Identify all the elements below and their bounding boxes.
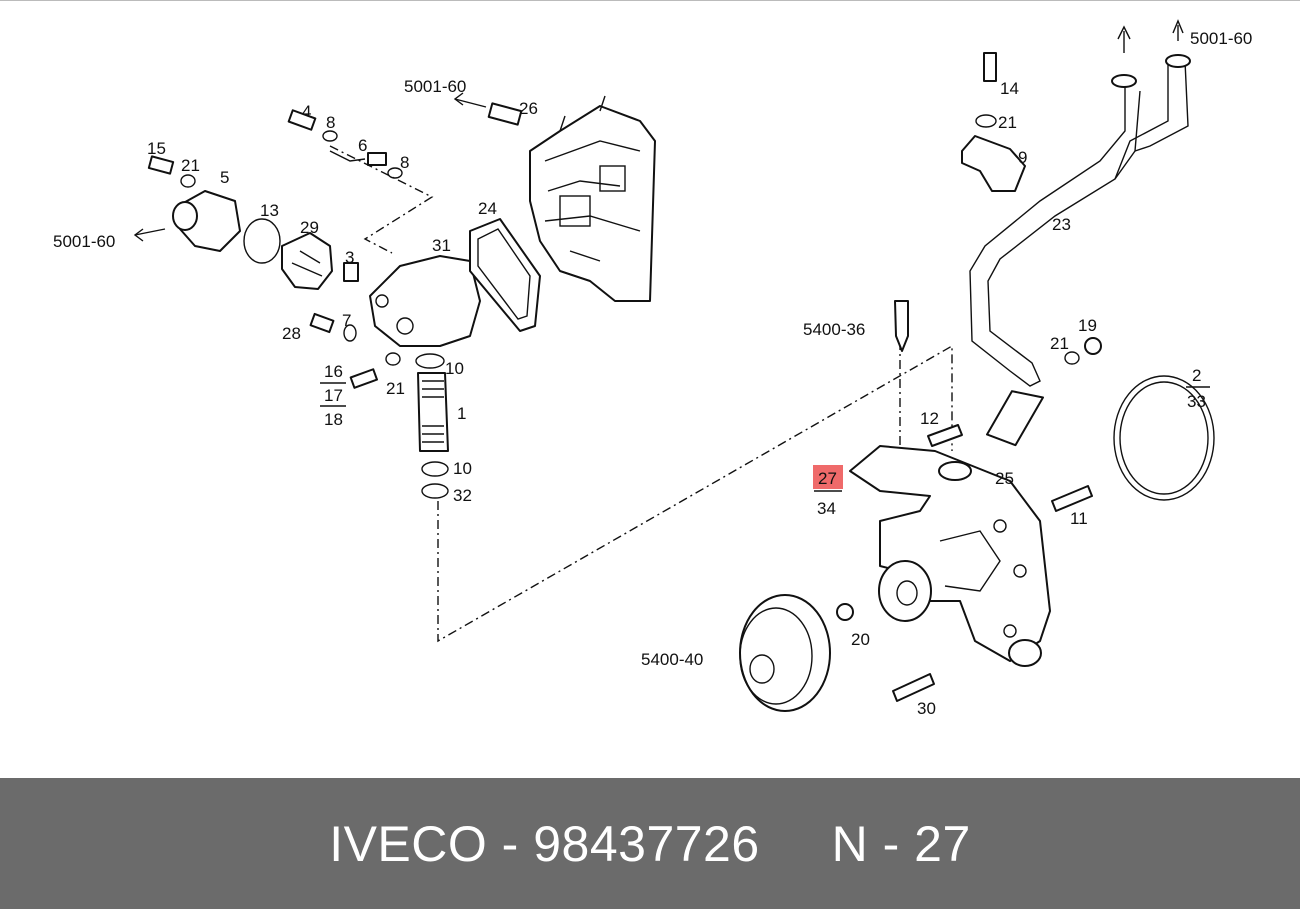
ref-label: 5001-60: [53, 232, 115, 251]
diagram-area: 5001-60 5001-60 5001-60 5400-36 5400-40 …: [0, 0, 1300, 718]
nut-20: [836, 603, 854, 621]
outlet-pipe: [172, 201, 198, 231]
bolt-30: [892, 673, 935, 702]
exploded-parts-diagram: 5001-60 5001-60 5001-60 5400-36 5400-40 …: [53, 19, 1252, 718]
coolant-pipe-23: [969, 54, 1191, 447]
seal-10-top: [415, 353, 445, 369]
stud-12: [927, 424, 963, 447]
part-number: 32: [453, 486, 472, 505]
part-number: 3: [345, 248, 354, 267]
thermostat-housing-group: [147, 102, 541, 499]
pipe-6: [329, 150, 366, 162]
bolt-26: [487, 102, 523, 126]
gasket-ring-2: [1113, 375, 1215, 501]
seal-10-bottom: [421, 461, 449, 477]
part-number: 28: [282, 324, 301, 343]
part-number: 11: [1070, 509, 1088, 528]
sender-5400-36: [894, 300, 909, 352]
housing-31: [369, 255, 481, 347]
part-number: 2: [1192, 366, 1201, 385]
sensor-3: [343, 262, 359, 282]
part-number: 25: [995, 469, 1014, 488]
part-number: 34: [817, 499, 836, 518]
washer-8a: [322, 130, 338, 142]
part-number: 12: [920, 409, 939, 428]
plug-28: [309, 312, 335, 334]
arrow-left-icon: [453, 92, 464, 106]
part-number: 21: [386, 379, 405, 398]
pipe-1: [417, 372, 449, 452]
ref-label: 5400-36: [803, 320, 865, 339]
part-number: 16: [324, 362, 343, 381]
part-number: 5: [220, 168, 229, 187]
part-number: 13: [260, 201, 279, 220]
pulley-5400-40: [739, 594, 831, 712]
bolt-4: [287, 109, 317, 131]
arrow-left-icon: [133, 228, 144, 242]
part-number: 4: [302, 102, 311, 121]
clamp-9: [961, 135, 1026, 192]
washer-21a: [180, 174, 196, 188]
part-number: 26: [519, 99, 538, 118]
washer-21d: [1064, 351, 1080, 365]
bracket-group: [961, 52, 1026, 192]
ref-label: 5400-40: [641, 650, 703, 669]
part-number: 7: [342, 311, 351, 330]
bolt-15: [147, 155, 175, 175]
seal-32: [421, 483, 449, 499]
washer-7: [343, 324, 357, 342]
ref-label: 5001-60: [404, 77, 466, 96]
thermostat-29: [281, 232, 333, 290]
washer-8b: [387, 167, 403, 179]
part-number: 10: [453, 459, 472, 478]
gasket-24: [469, 218, 541, 332]
part-number: 15: [147, 139, 166, 158]
washer-21b: [385, 352, 401, 366]
part-number: 30: [917, 699, 936, 718]
part-number: 6: [358, 136, 367, 155]
o-ring-13: [243, 218, 281, 264]
part-number: 23: [1052, 215, 1071, 234]
part-number-highlighted: 27: [818, 469, 837, 488]
nut-19: [1084, 337, 1102, 355]
part-number: 31: [432, 236, 451, 255]
part-number: 8: [326, 113, 335, 132]
part-number: 1: [457, 404, 466, 423]
part-number: 21: [1050, 334, 1069, 353]
arrow-up-icon: [1172, 19, 1184, 41]
bolt-16: [349, 368, 378, 389]
stud-11: [1051, 485, 1093, 512]
part-number: 18: [324, 410, 343, 429]
part-number: 10: [445, 359, 464, 378]
water-pump-27: [849, 445, 1051, 667]
washer-21c: [975, 114, 997, 128]
part-number: 8: [400, 153, 409, 172]
part-number: 17: [324, 386, 343, 405]
arrow-up-icon: [1117, 25, 1131, 53]
engine-block: [529, 95, 656, 302]
part-number: 19: [1078, 316, 1097, 335]
highlight-part-27: [813, 465, 843, 489]
footer-bar: IVECO - 98437726 N - 27: [0, 778, 1300, 909]
part-caption: IVECO - 98437726 N - 27: [329, 815, 971, 872]
part-number: 33: [1187, 392, 1206, 411]
part-number: 9: [1018, 148, 1027, 167]
part-number: 21: [998, 113, 1017, 132]
part-number: 20: [851, 630, 870, 649]
bolt-14: [983, 52, 997, 82]
part-number: 24: [478, 199, 497, 218]
part-number: 29: [300, 218, 319, 237]
ref-label: 5001-60: [1190, 29, 1252, 48]
part-number: 14: [1000, 79, 1019, 98]
part-number: 21: [181, 156, 200, 175]
union-6: [367, 152, 387, 166]
